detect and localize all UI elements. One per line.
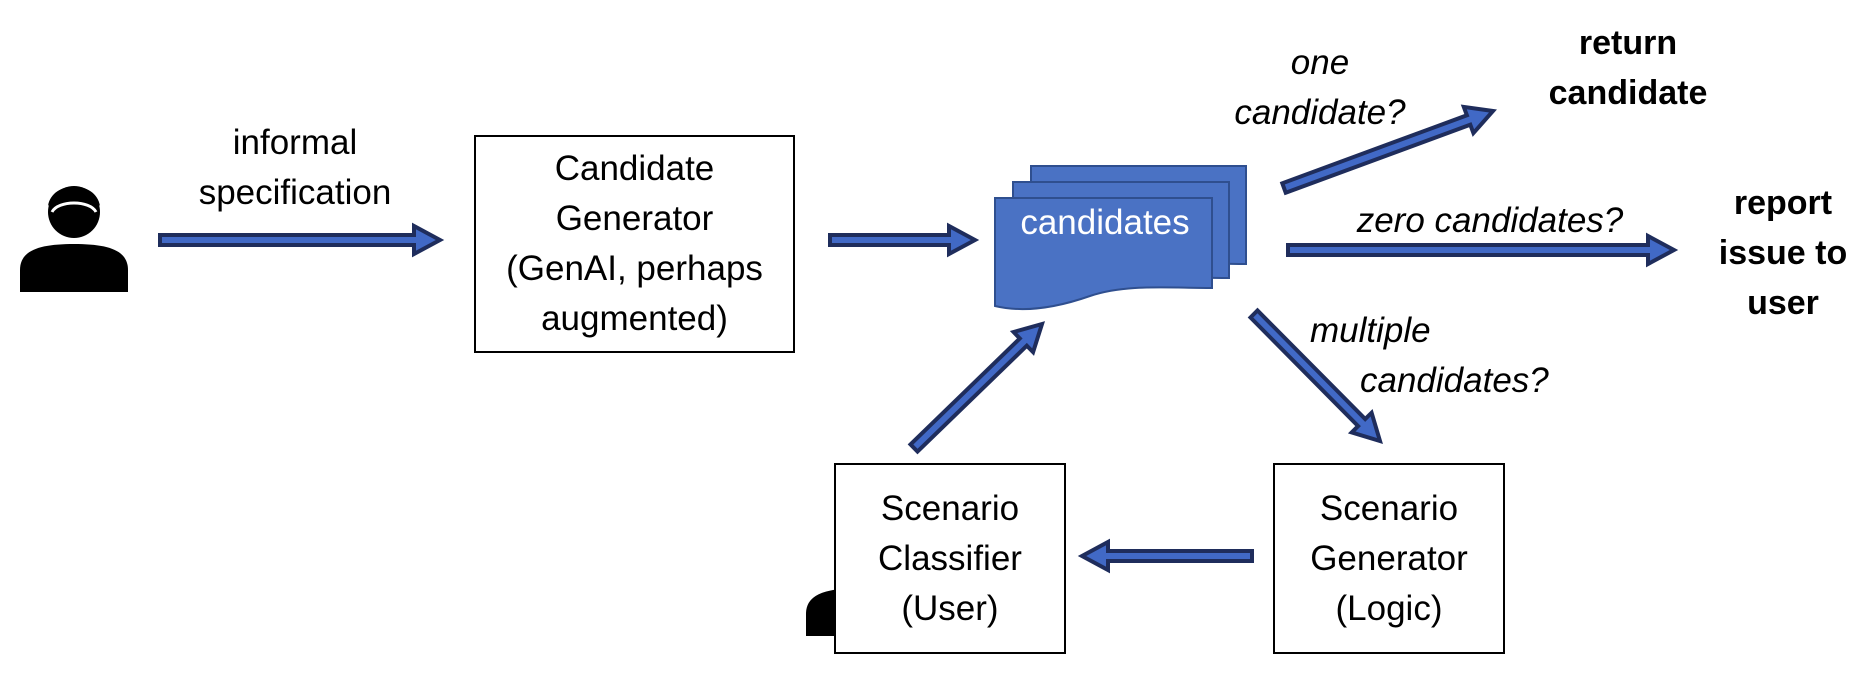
multiple-candidates-label-line2: candidates?	[1360, 361, 1549, 400]
scenario-generator-text: Scenario Generator (Logic)	[1310, 488, 1468, 628]
arrow-zero-candidates	[1286, 232, 1679, 268]
candidate-generator-box: Candidate Generator (GenAI, perhaps augm…	[474, 135, 795, 353]
scenario-classifier-box: Scenario Classifier (User)	[834, 463, 1066, 654]
arrow-multiple-candidates	[1247, 307, 1383, 444]
candidates-document-stack	[994, 165, 1247, 311]
scenario-generator-box: Scenario Generator (Logic)	[1273, 463, 1505, 654]
report-issue-label: report issue to user	[1718, 184, 1848, 322]
candidates-label: candidates	[1020, 203, 1190, 242]
arrow-one-candidate	[1279, 104, 1497, 196]
scenario-classifier-text: Scenario Classifier (User)	[878, 488, 1022, 628]
one-candidate-label: one candidate?	[1234, 43, 1406, 132]
multiple-candidates-label-line1: multiple	[1310, 311, 1431, 350]
arrow-generator-to-candidates	[828, 222, 980, 258]
arrow-user-to-generator	[158, 222, 445, 258]
candidate-generator-text: Candidate Generator (GenAI, perhaps augm…	[506, 149, 763, 338]
informal-specification-label: informal specification	[198, 123, 392, 212]
arrow-classifier-to-candidates	[907, 321, 1046, 455]
return-candidate-label: return candidate	[1548, 24, 1708, 112]
zero-candidates-label: zero candidates?	[1356, 201, 1624, 240]
arrow-generator-to-classifier	[1077, 538, 1254, 574]
person-icon	[20, 186, 128, 292]
